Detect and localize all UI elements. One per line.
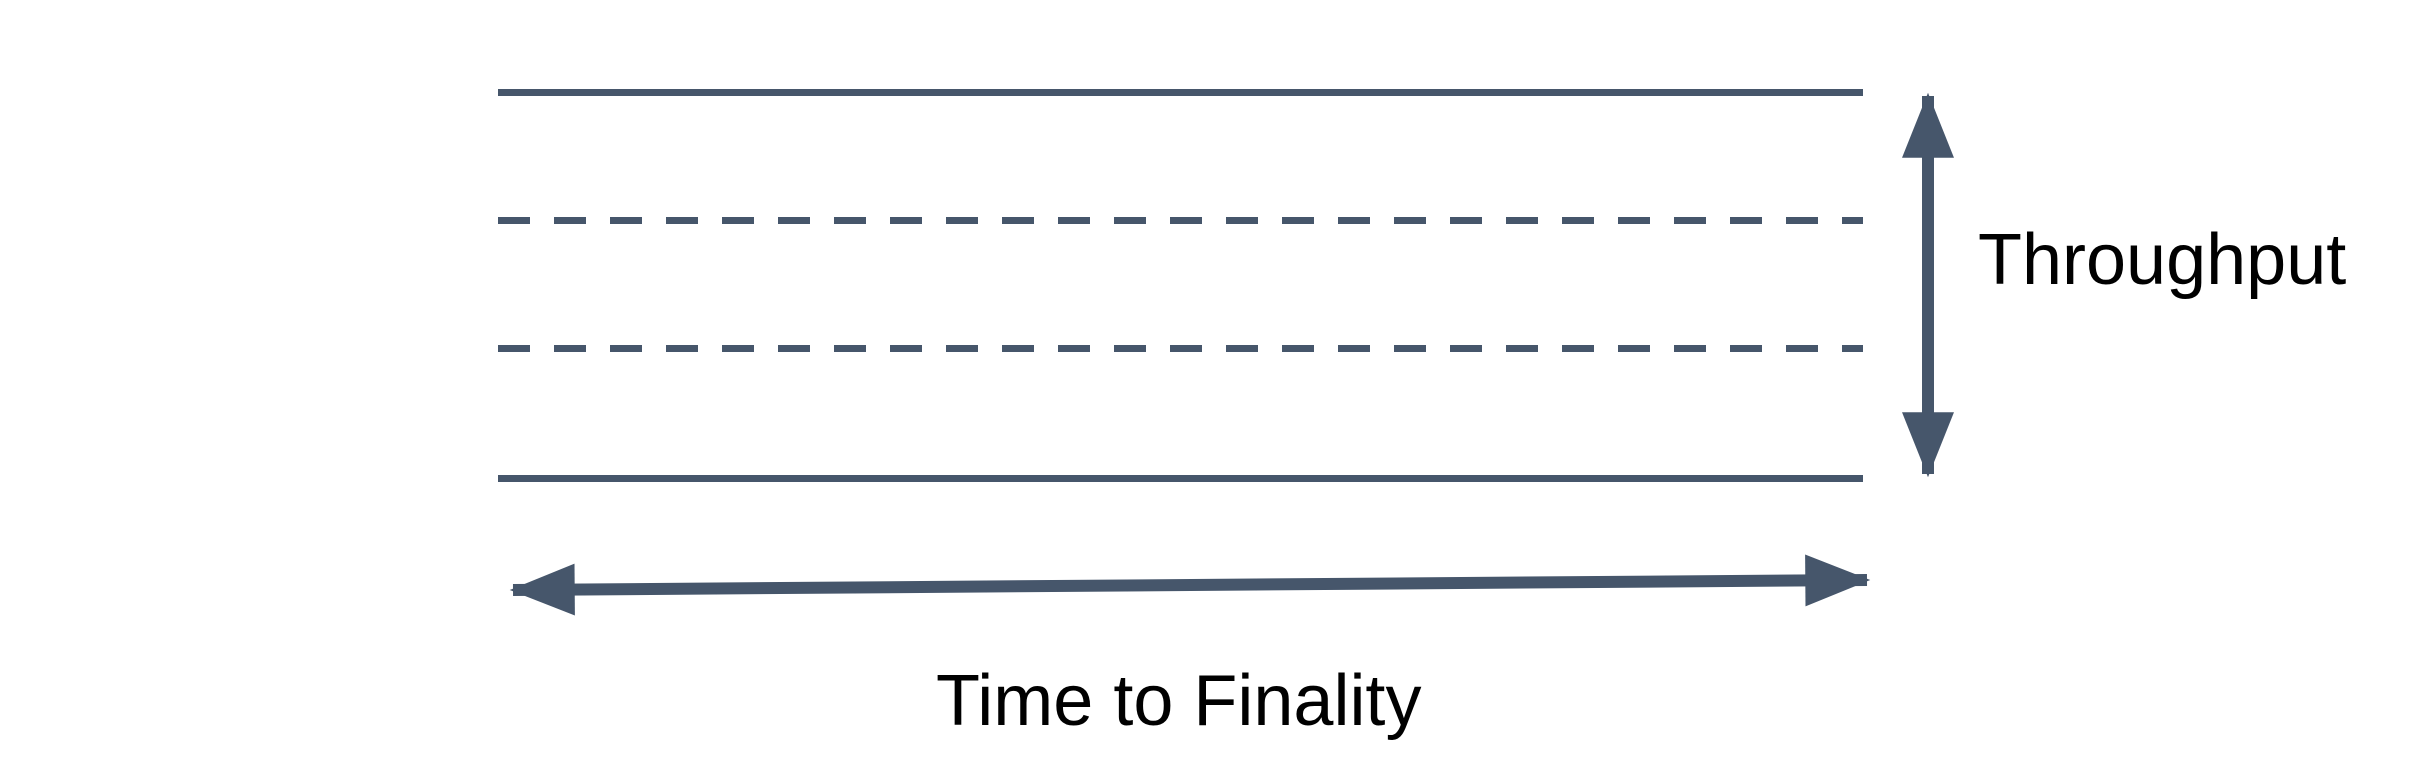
band-bottom-line (498, 475, 1863, 482)
band-dashed-line-2 (498, 345, 1863, 352)
throughput-double-arrow-icon (1902, 92, 1954, 478)
time-to-finality-double-arrow-icon (509, 554, 1871, 616)
time-to-finality-label: Time to Finality (936, 661, 1422, 741)
band-dashed-line-1 (498, 217, 1863, 224)
throughput-label: Throughput (1978, 220, 2347, 300)
band-top-line (498, 89, 1863, 96)
